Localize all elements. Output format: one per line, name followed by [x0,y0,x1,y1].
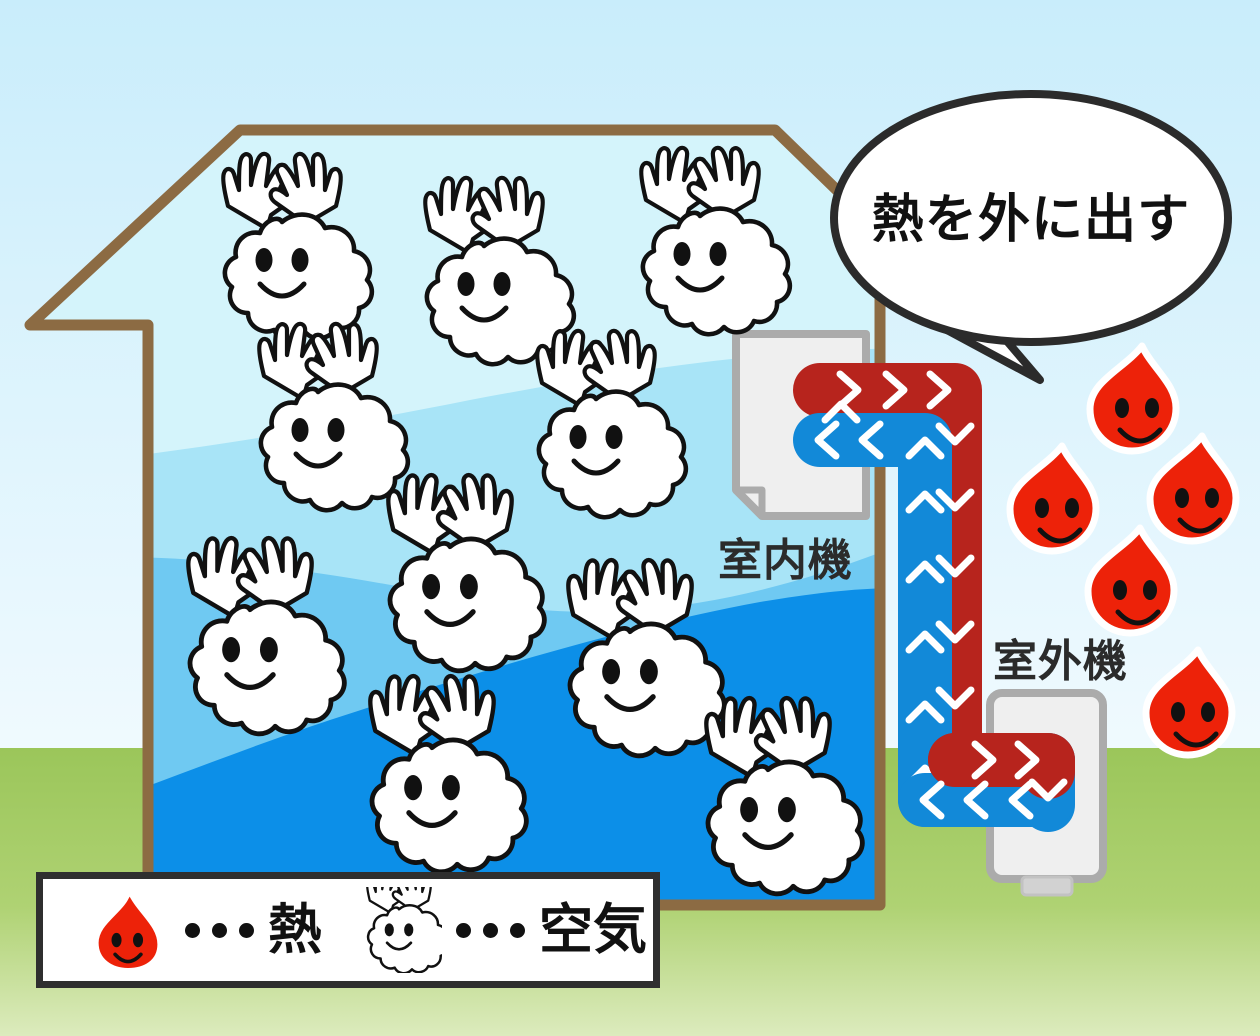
legend-dot [483,922,498,938]
legend-dot [456,922,471,938]
outdoor-elbow-chevrons [919,740,1068,820]
white-air-cloud-icon [356,887,442,973]
legend-dot [239,922,254,938]
legend-box: 熱 空気 [36,872,660,988]
legend-item-air: 空気 [356,887,647,973]
legend-dot [212,922,227,938]
heat-pipe-top-outdoor [928,733,1075,799]
indoor-unit-label: 室内機 [718,535,853,586]
red-heat-drop-icon [85,887,171,973]
legend-dots-heat [185,922,254,938]
legend-label-heat: 熱 [268,898,322,961]
legend-label-air: 空気 [539,898,647,961]
legend-dot [510,922,525,938]
speech-bubble-body [830,90,1232,346]
indoor-unit-corner-fold [736,486,766,516]
speech-bubble-text: 熱を外に出す [871,190,1191,250]
legend-item-heat: 熱 [85,887,322,973]
legend-dots-air [456,922,525,938]
outdoor-unit-label: 室外機 [993,636,1128,687]
outdoor-unit-foot [1020,875,1074,897]
legend-dot [185,922,200,938]
house-outline [24,124,886,911]
